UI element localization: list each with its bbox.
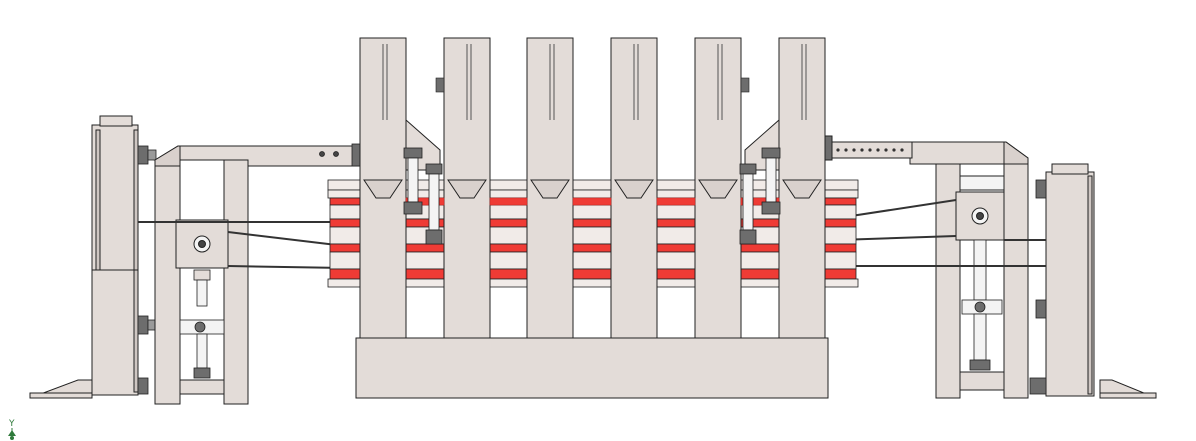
press-columns: [359, 37, 826, 339]
press-column-6: [778, 37, 826, 339]
right-top-arm: [823, 135, 913, 161]
left-hydraulic-unit: [91, 115, 139, 396]
right-hydraulic-unit: [1045, 163, 1095, 397]
tie-rods: [138, 199, 1046, 269]
left-top-arm-bracket: [319, 143, 361, 167]
platen-3: [329, 243, 857, 253]
column-top-clamps: [435, 77, 750, 93]
press-column-3: [526, 37, 574, 339]
right-base-plate: [1099, 379, 1157, 399]
coordinate-triad-icon: Y: [8, 419, 16, 440]
left-valve-fitting: [137, 145, 157, 395]
press-column-2: [443, 37, 491, 339]
press-column-5: [694, 37, 742, 339]
axis-label-y: Y: [8, 419, 15, 429]
left-slider-block: [175, 219, 229, 269]
right-arm-bolt-holes: [836, 148, 904, 152]
left-lift-cylinder: [179, 269, 225, 379]
press-column-4: [610, 37, 658, 339]
right-slider-block: [955, 175, 1005, 241]
press-base-box: [355, 337, 829, 399]
left-base-plate: [29, 379, 93, 399]
left-column-cylinder: [403, 147, 443, 245]
right-column-cylinder: [739, 147, 781, 245]
right-side-frame: [909, 141, 1029, 399]
platen-2: [329, 218, 857, 228]
right-lift-cylinder: [961, 239, 1003, 371]
right-valve-fitting: [1029, 179, 1047, 395]
press-column-1: [359, 37, 407, 339]
platen-visible-segments: [405, 197, 780, 206]
platen-4: [329, 268, 857, 280]
